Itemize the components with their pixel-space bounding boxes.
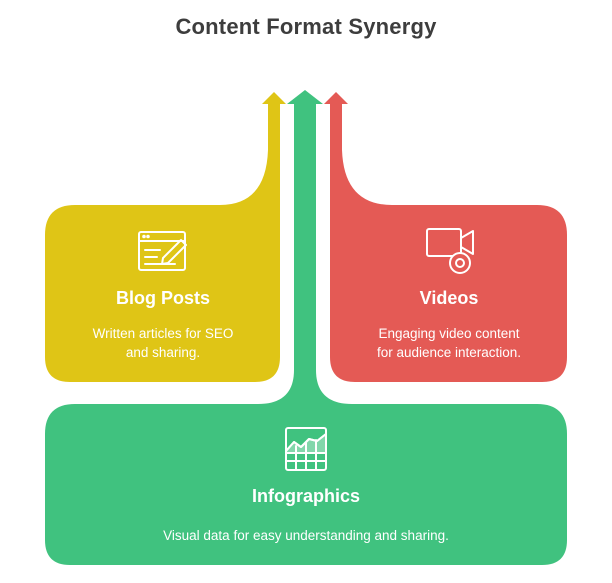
infographics-card-title: Infographics	[251, 486, 360, 506]
chart-grid-icon	[285, 427, 327, 471]
videos-card-title: Videos	[419, 288, 479, 308]
video-camera-icon	[426, 228, 474, 274]
blog-card: Blog Posts Written articles for SEO and …	[60, 288, 266, 362]
blog-card-description-line: and sharing.	[125, 345, 201, 360]
videos-card-description: Engaging video content for audience inte…	[345, 324, 553, 362]
blog-card-shape	[45, 92, 286, 382]
blog-card-title: Blog Posts	[115, 288, 210, 308]
blog-card-description: Written articles for SEO and sharing.	[60, 324, 266, 362]
infographics-card-description: Visual data for easy understanding and s…	[163, 528, 449, 543]
blog-edit-icon	[138, 231, 187, 271]
blog-card-description-line: Written articles for SEO	[92, 326, 234, 341]
infographics-card-shape	[45, 90, 567, 565]
videos-card: Videos Engaging video content for audien…	[345, 288, 553, 362]
videos-card-description-line: Engaging video content	[378, 326, 520, 341]
videos-card-description-line: for audience interaction.	[376, 345, 522, 360]
diagram-title: Content Format Synergy	[175, 14, 437, 39]
videos-card-shape	[324, 92, 567, 382]
infographics-card: Infographics Visual data for easy unders…	[60, 486, 552, 545]
